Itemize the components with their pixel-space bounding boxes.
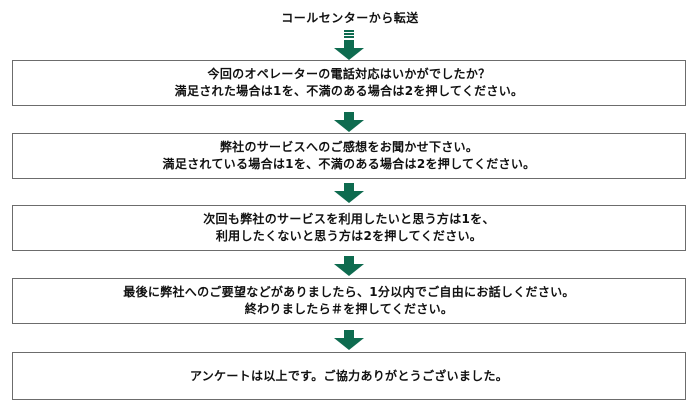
step-4-line-1: 最後に弊社へのご要望などがありましたら、1分以内でご自由にお話しください。 — [123, 285, 575, 299]
step-1-line-2: 満足された場合は1を、不満のある場合は2を押してください。 — [174, 84, 524, 98]
step-3-line-2: 利用したくないと思う方は2を押してください。 — [215, 229, 483, 243]
arrow-down-icon — [334, 183, 364, 203]
step-1-line-1: 今回のオペレーターの電話対応はいかがでしたか？ — [207, 67, 491, 81]
step-3-line-1: 次回も弊社のサービスを利用したいと思う方は1を、 — [203, 212, 495, 226]
flow-step-2: 弊社のサービスへのご感想をお聞かせ下さい。 満足されている場合は1を、不満のある… — [12, 133, 686, 179]
step-2-line-1: 弊社のサービスへのご感想をお聞かせ下さい。 — [219, 140, 479, 154]
step-2-line-2: 満足されている場合は1を、不満のある場合は2を押してください。 — [162, 157, 536, 171]
arrow-down-icon — [334, 40, 364, 60]
flow-step-3: 次回も弊社のサービスを利用したいと思う方は1を、 利用したくないと思う方は2を押… — [12, 205, 686, 251]
step-5-line-1: アンケートは以上です。ご協力ありがとうございました。 — [189, 368, 509, 383]
flow-step-1: 今回のオペレーターの電話対応はいかがでしたか？ 満足された場合は1を、不満のある… — [12, 60, 686, 106]
step-4-line-2: 終わりましたら＃を押してください。 — [244, 302, 454, 316]
arrow-down-icon — [334, 112, 364, 132]
arrow-down-icon — [334, 256, 364, 276]
transfer-lines-icon — [344, 30, 354, 40]
flow-step-5: アンケートは以上です。ご協力ありがとうございました。 — [12, 352, 686, 400]
flow-title: コールセンターから転送 — [281, 11, 419, 25]
arrow-down-icon — [334, 330, 364, 350]
flow-step-4: 最後に弊社へのご要望などがありましたら、1分以内でご自由にお話しください。 終わ… — [12, 278, 686, 324]
